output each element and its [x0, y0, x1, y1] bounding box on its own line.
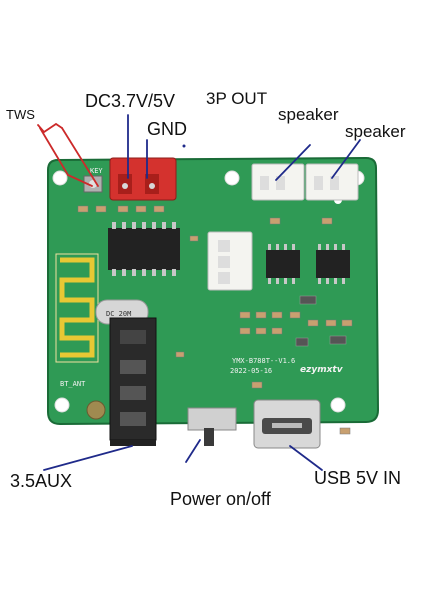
silk-bt-ant-label: BT_ANT — [60, 380, 86, 388]
microphone — [86, 400, 106, 420]
tws-label: TWS — [6, 107, 35, 122]
power-switch — [187, 407, 237, 446]
usb-input-label: USB 5V IN — [314, 468, 402, 488]
aux-label: 3.5AUX — [10, 471, 73, 491]
speaker-connector-right — [305, 163, 359, 201]
silk-brand-label: ezymxtv — [300, 365, 344, 375]
bluetooth-antenna — [59, 257, 95, 358]
silk-date-label: 2022-05-16 — [230, 367, 272, 375]
amplifier-chip-left — [266, 244, 300, 284]
speaker-left-label: speaker — [278, 105, 339, 124]
silk-key-label: KEY — [90, 167, 103, 175]
main-bluetooth-chip — [108, 222, 180, 276]
three-pin-out-label: 3P OUT — [206, 89, 268, 108]
usb-port — [253, 399, 321, 449]
aux-audio-jack — [109, 317, 157, 446]
speaker-connector-left — [251, 163, 305, 201]
silk-model-label: YMX-B788T--V1.6 — [232, 357, 295, 365]
amplifier-chip-right — [316, 244, 350, 284]
power-switch-label: Power on/off — [170, 489, 271, 509]
speaker-right-label: speaker — [345, 122, 406, 141]
gnd-label: GND — [147, 119, 187, 139]
dc-voltage-label: DC3.7V/5V — [85, 91, 176, 111]
three-pin-output-connector — [207, 231, 253, 291]
silk-crystal-label: DC 20M — [106, 310, 131, 318]
